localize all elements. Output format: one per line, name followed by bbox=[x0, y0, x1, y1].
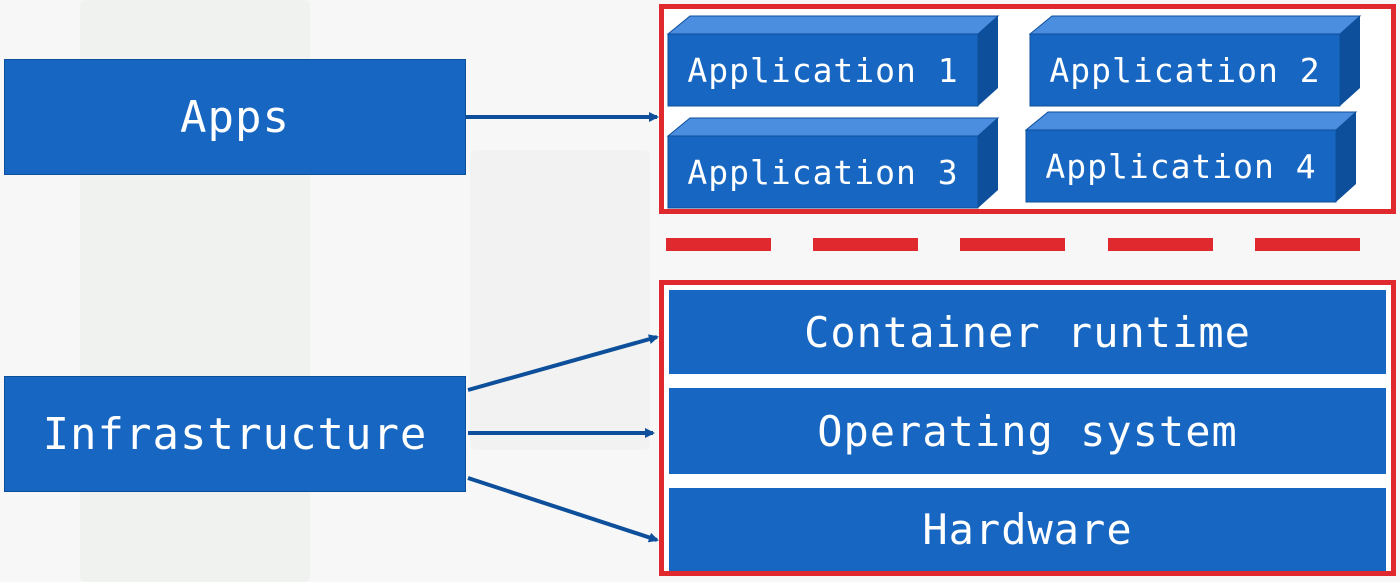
application-cube: Application 4 bbox=[1024, 110, 1358, 203]
application-label: Application 1 bbox=[687, 50, 959, 90]
layer-operating-system: Operating system bbox=[669, 388, 1386, 474]
application-label: Application 2 bbox=[1049, 50, 1321, 90]
layer-hardware: Hardware bbox=[669, 488, 1386, 571]
layer-label: Container runtime bbox=[804, 307, 1251, 357]
application-label: Application 4 bbox=[1045, 146, 1317, 186]
separator-dash bbox=[1108, 238, 1213, 251]
layer-label: Operating system bbox=[817, 406, 1238, 456]
cube-shape bbox=[666, 117, 1000, 209]
separator-dash bbox=[960, 238, 1065, 251]
infrastructure-label: Infrastructure bbox=[42, 408, 428, 460]
separator-dash bbox=[1255, 238, 1360, 251]
separator-dash bbox=[666, 238, 771, 251]
layer-label: Hardware bbox=[922, 505, 1133, 554]
application-cube: Application 2 bbox=[1028, 14, 1362, 107]
background-shape bbox=[470, 150, 650, 450]
cube-shape bbox=[1028, 15, 1362, 107]
cube-shape bbox=[1024, 111, 1358, 203]
cube-shape bbox=[666, 15, 1000, 107]
apps-label: Apps bbox=[180, 91, 290, 143]
application-cube: Application 1 bbox=[666, 14, 1000, 107]
application-label: Application 3 bbox=[687, 152, 959, 192]
infrastructure-label-box: Infrastructure bbox=[4, 376, 466, 492]
separator-dash bbox=[813, 238, 918, 251]
application-cube: Application 3 bbox=[666, 116, 1000, 209]
layer-container-runtime: Container runtime bbox=[669, 290, 1386, 374]
arrow-infra-to-hardware bbox=[467, 476, 659, 543]
infrastructure-frame: Container runtime Operating system Hardw… bbox=[659, 280, 1396, 576]
apps-label-box: Apps bbox=[4, 59, 466, 175]
